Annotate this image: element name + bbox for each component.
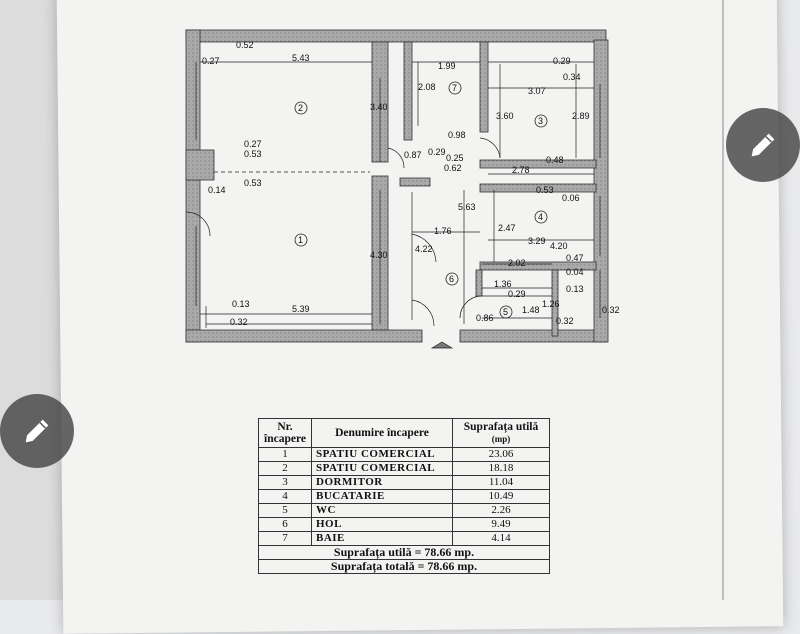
dimension-labels: 0.52 0.27 5.43 1.99 0.29 0.34 3.40 2.08 … [202, 40, 620, 327]
row-nr: 7 [258, 531, 312, 546]
dimension-label: 0.34 [563, 72, 581, 82]
room-label: 4 [538, 212, 543, 222]
row-area: 9.49 [452, 517, 550, 532]
dimension-label: 4.20 [550, 241, 568, 251]
dimension-label: 5.63 [458, 202, 476, 212]
dimension-label: 0.87 [404, 150, 422, 160]
dimension-label: 0.32 [230, 317, 248, 327]
row-area: 10.49 [452, 489, 550, 504]
dimension-label: 2.78 [512, 165, 530, 175]
room-label: 7 [452, 83, 457, 93]
dimension-label: 0.86 [476, 313, 494, 323]
dimension-label: 0.32 [556, 316, 574, 326]
dimension-label: 0.04 [566, 267, 584, 277]
dimension-label: 3.60 [496, 111, 514, 121]
row-nr: 5 [258, 503, 312, 518]
dimension-label: 1.26 [542, 299, 560, 309]
row-name: HOL [311, 517, 453, 532]
row-name: BUCATARIE [311, 489, 453, 504]
row-name: DORMITOR [311, 475, 453, 490]
row-area: 4.14 [452, 531, 550, 546]
dimension-label: 0.29 [508, 289, 526, 299]
dimension-label: 0.52 [236, 40, 254, 50]
dimension-label: 0.06 [562, 193, 580, 203]
summary-row-total: Suprafața totală = 78.66 mp. [258, 559, 550, 574]
row-nr: 2 [258, 461, 312, 476]
dimension-label: 0.27 [202, 56, 220, 66]
room-label: 3 [538, 116, 543, 126]
row-area: 23.06 [452, 447, 550, 462]
room-label: 2 [298, 103, 303, 113]
page-right-edge [722, 0, 724, 600]
row-name: SPATIU COMERCIAL [311, 447, 453, 462]
row-nr: 4 [258, 489, 312, 504]
room-number-labels: 2 1 3 4 5 6 7 [298, 83, 543, 317]
row-area: 2.26 [452, 503, 550, 518]
room-label: 6 [449, 274, 454, 284]
room-numbers [294, 81, 548, 319]
dimension-label: 0.13 [566, 284, 584, 294]
row-name: BAIE [311, 531, 453, 546]
header-area-unit: (mp) [491, 434, 511, 444]
row-name: SPATIU COMERCIAL [311, 461, 453, 476]
room-area-table: Nr. încapere Denumire încapere Suprafața… [258, 418, 550, 574]
pencil-icon [751, 133, 775, 157]
dimension-label: 0.53 [244, 178, 262, 188]
dimension-label: 2.47 [498, 223, 516, 233]
floor-plan: 2 1 3 4 5 6 7 0.52 0.27 5.43 1.99 0.29 0… [185, 29, 620, 349]
dimension-label: 1.36 [494, 279, 512, 289]
dimension-label: 0.48 [546, 155, 564, 165]
dimension-label: 3.29 [528, 236, 546, 246]
edit-button-left[interactable] [0, 394, 74, 468]
dimension-label: 1.99 [438, 61, 456, 71]
row-area: 11.04 [452, 475, 550, 490]
dimension-label: 3.07 [528, 86, 546, 96]
summary-total: Suprafața totală = 78.66 mp. [258, 559, 550, 574]
dimension-label: 0.47 [566, 253, 584, 263]
dimension-label: 1.48 [522, 305, 540, 315]
row-area: 18.18 [452, 461, 550, 476]
dimension-label: 0.62 [444, 163, 462, 173]
dimension-label: 0.53 [536, 185, 554, 195]
dimension-label: 4.30 [370, 250, 388, 260]
room-label: 5 [503, 307, 508, 317]
dimension-label: 2.89 [572, 111, 590, 121]
dimension-label: 0.29 [428, 147, 446, 157]
dimension-label: 0.25 [446, 153, 464, 163]
dimension-label: 0.14 [208, 185, 226, 195]
header-area: Suprafața utilă(mp) [452, 418, 550, 448]
dimension-label: 0.98 [448, 130, 466, 140]
dimension-label: 3.40 [370, 102, 388, 112]
summary-row-useful: Suprafața utilă = 78.66 mp. [258, 545, 550, 560]
dimension-label: 1.76 [434, 226, 452, 236]
dimension-label: 0.53 [244, 149, 262, 159]
header-nr: Nr. încapere [258, 418, 312, 448]
row-nr: 1 [258, 447, 312, 462]
dimension-label: 0.27 [244, 139, 262, 149]
row-nr: 3 [258, 475, 312, 490]
dimension-label: 2.08 [418, 82, 436, 92]
dimension-label: 5.39 [292, 304, 310, 314]
header-name: Denumire încapere [311, 418, 453, 448]
dimension-label: 4.22 [415, 244, 433, 254]
header-area-label: Suprafața utilă [463, 421, 539, 433]
row-nr: 6 [258, 517, 312, 532]
pencil-icon [25, 419, 49, 443]
dimension-label: 0.13 [232, 299, 250, 309]
edit-button-right[interactable] [726, 108, 800, 182]
dimension-label: 0.29 [553, 56, 571, 66]
row-name: WC [311, 503, 453, 518]
dimension-label: 5.43 [292, 53, 310, 63]
dimension-label: 2.02 [508, 258, 526, 268]
summary-useful: Suprafața utilă = 78.66 mp. [258, 545, 550, 560]
dimension-label: 0.32 [602, 305, 620, 315]
room-label: 1 [298, 235, 303, 245]
